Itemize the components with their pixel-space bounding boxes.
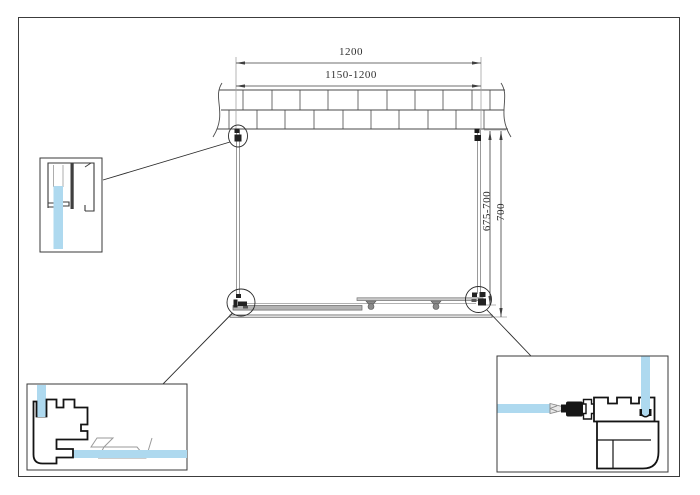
- detail-box-wall-profile: [39, 157, 103, 253]
- rail-base-line: [229, 314, 493, 318]
- dimension-arrowheads: [236, 61, 503, 317]
- detail-circle-wall: [228, 124, 248, 148]
- extension-lines: [235, 57, 507, 318]
- dimension-lines: [236, 62, 502, 317]
- rail-profile-left: [32, 398, 89, 465]
- leader-lines: [102, 141, 532, 385]
- dimension-depth-range: 675-700: [481, 190, 493, 232]
- wall-bracket-fitting: [474, 128, 481, 141]
- dimension-width-total: 1200: [339, 46, 363, 58]
- wall-break-left: [212, 82, 223, 138]
- detail-box-bottom-right: [496, 355, 669, 473]
- glass-pane-horizontal: [497, 404, 550, 413]
- sliding-door-bar: [356, 297, 484, 301]
- profile-middle-wall: [70, 163, 74, 209]
- detail-circle-bottom-left: [226, 288, 256, 317]
- glass-pane-horizontal: [73, 450, 187, 458]
- bottom-rail: [229, 297, 493, 318]
- glass-pane-vertical: [53, 186, 63, 249]
- fixed-panel-bar: [232, 305, 363, 311]
- detail-circles: [226, 124, 492, 317]
- detail-box-bottom-left: [26, 383, 188, 471]
- tile-joints-row2: [228, 110, 485, 129]
- dimension-depth-total: 700: [495, 203, 507, 221]
- wall-break-right: [500, 82, 512, 138]
- glass-pane-vertical: [641, 356, 650, 417]
- bumper-seal: [561, 401, 583, 417]
- glass-pane-vertical: [37, 385, 46, 417]
- detail-circle-bottom-right: [465, 286, 492, 313]
- tile-joints-row1: [242, 90, 491, 110]
- detail-circle-glyphs: [233, 128, 486, 309]
- seal-connector: [582, 398, 595, 420]
- rail-profile-right-bottom: [596, 420, 660, 470]
- dimension-width-range: 1150-1200: [325, 69, 377, 81]
- roller-left: [365, 300, 377, 310]
- roller-right: [430, 300, 442, 310]
- wall-section: [212, 82, 512, 138]
- side-glass-panels: [236, 129, 481, 297]
